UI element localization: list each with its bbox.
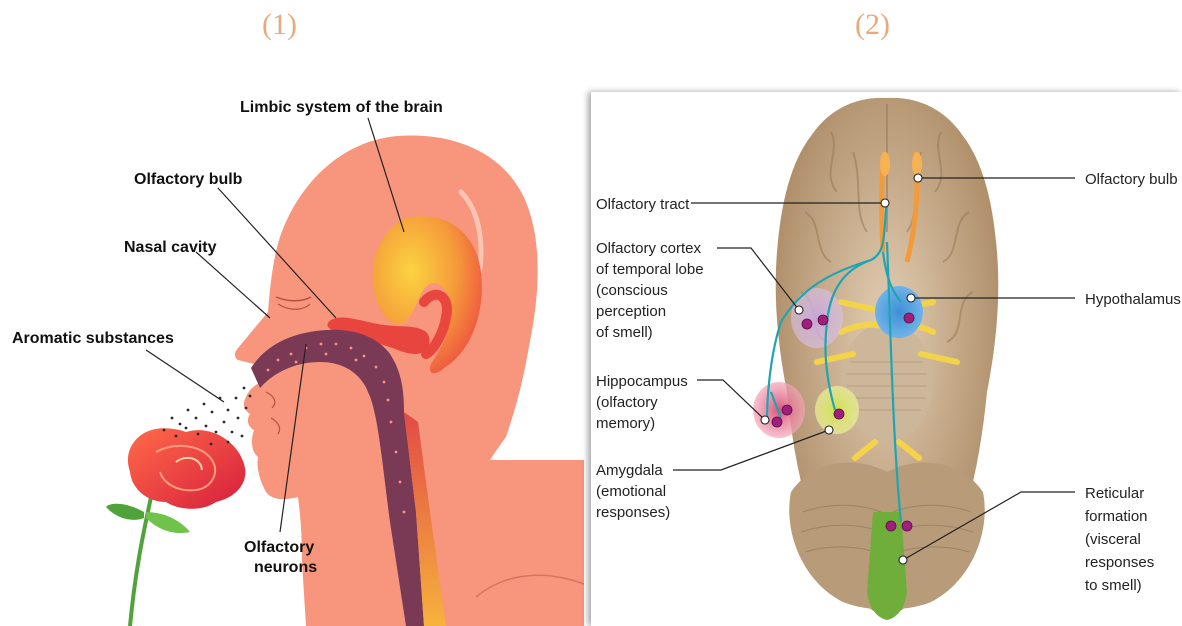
label-olfactory-neurons-line1: Olfactory — [244, 539, 314, 556]
hypothalamus-region — [875, 286, 923, 338]
label-cortex-line5: of smell) — [596, 324, 653, 341]
label-reticular-line3: (visceral — [1085, 531, 1141, 548]
label-amygdala-line2: (emotional — [596, 483, 666, 500]
head-diagram: Limbic system of the brain Olfactory bul… — [6, 92, 584, 626]
label-cortex-line2: of temporal lobe — [596, 261, 704, 278]
label-hippocampus-line2: (olfactory — [596, 394, 658, 411]
rose — [106, 428, 245, 626]
label-olfactory-bulb-2: Olfactory bulb — [1085, 171, 1178, 188]
brain-diagram-panel: Olfactory bulb Olfactory tract Olfactory… — [591, 92, 1182, 626]
label-hippocampus-line1: Hippocampus — [596, 373, 688, 390]
label-olfactory-bulb-1: Olfactory bulb — [134, 171, 243, 188]
aromatic-leader-line — [146, 350, 224, 402]
amygdala-pointer-dot — [825, 426, 833, 434]
label-amygdala-line1: Amygdala — [596, 462, 663, 479]
hypothalamus-pointer-dot — [907, 294, 915, 302]
tract-pointer-dot — [881, 199, 889, 207]
label-reticular-line4: responses — [1085, 554, 1154, 571]
label-cortex-line1: Olfactory cortex — [596, 240, 702, 257]
bulb-pointer-dot — [914, 174, 922, 182]
olfactory-bulb-left — [880, 152, 890, 176]
label-nasal-cavity: Nasal cavity — [124, 239, 217, 256]
hippocampus-pointer-dot — [761, 416, 769, 424]
label-reticular-line5: to smell) — [1085, 577, 1142, 594]
label-cortex-line3: (conscious — [596, 282, 668, 299]
reticular-pointer-dot — [899, 556, 907, 564]
head-diagram-panel: Limbic system of the brain Olfactory bul… — [6, 92, 584, 626]
olfactory-bulb-right — [912, 152, 922, 176]
label-hypothalamus: Hypothalamus — [1085, 291, 1181, 308]
brain-diagram: Olfactory bulb Olfactory tract Olfactory… — [591, 92, 1182, 626]
label-reticular-line2: formation — [1085, 508, 1148, 525]
label-aromatic-substances: Aromatic substances — [12, 330, 174, 347]
olfactory-cortex-region — [791, 288, 843, 348]
panel-number-1: (1) — [262, 8, 297, 42]
nasal-leader-line — [196, 252, 270, 318]
panel-number-2: (2) — [855, 8, 890, 42]
cortex-pointer-dot — [795, 306, 803, 314]
label-amygdala-line3: responses) — [596, 504, 670, 521]
label-olfactory-neurons-line2: neurons — [254, 559, 317, 576]
label-olfactory-tract: Olfactory tract — [596, 196, 690, 213]
label-hippocampus-line3: memory) — [596, 415, 655, 432]
label-reticular-line1: Reticular — [1085, 485, 1144, 502]
label-limbic-system: Limbic system of the brain — [240, 99, 443, 116]
label-cortex-line4: perception — [596, 303, 666, 320]
